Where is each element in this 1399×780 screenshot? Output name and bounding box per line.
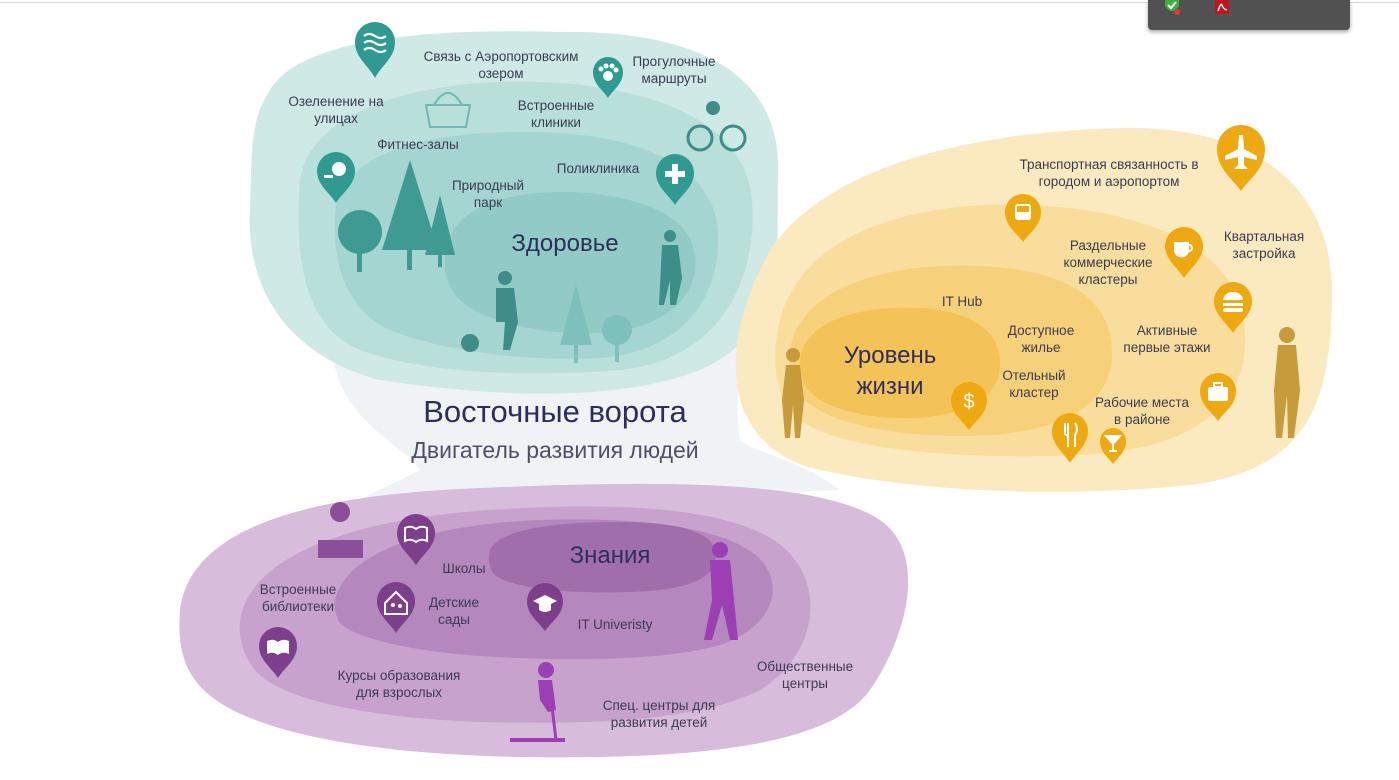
pdf-icon[interactable] bbox=[1212, 0, 1232, 16]
graduation-cap-icon bbox=[527, 583, 563, 631]
label-kindergartens: Детские сады bbox=[429, 595, 479, 627]
label-libraries: Встроенные библиотеки bbox=[259, 582, 337, 614]
label-it-hub: IT Hub bbox=[941, 294, 983, 309]
label-transport: Транспортная связанность в городом и аэр… bbox=[1019, 157, 1199, 189]
label-workplaces: Рабочие места в районе bbox=[1095, 395, 1189, 427]
label-adult-courses: Курсы образования для взрослых bbox=[337, 668, 461, 700]
book-open-icon bbox=[397, 514, 435, 565]
label-it-university: IT Univeristy bbox=[577, 617, 653, 632]
paw-icon bbox=[593, 57, 623, 98]
dollar-icon: $ bbox=[951, 382, 987, 430]
house-family-icon bbox=[377, 582, 415, 633]
tree-pin-icon bbox=[317, 152, 355, 203]
label-airport-lake: Связь с Аэропортовским озером bbox=[423, 49, 579, 81]
zone-title-knowledge: Знания bbox=[569, 542, 651, 569]
book-icon bbox=[259, 627, 297, 678]
person-scooter-icon bbox=[318, 502, 738, 742]
waves-icon bbox=[355, 22, 395, 78]
label-kids-centers: Спец. центры для развития детей bbox=[602, 698, 716, 730]
tree-icon bbox=[338, 160, 632, 363]
diagram-title: Восточные ворота bbox=[423, 394, 687, 429]
coffee-icon bbox=[1165, 227, 1203, 278]
zone-life bbox=[735, 128, 1333, 492]
zone-title-health: Здоровье bbox=[511, 230, 619, 257]
plus-icon bbox=[656, 154, 694, 205]
svg-text:$: $ bbox=[963, 391, 974, 413]
diagram-subtitle: Двигатель развития людей bbox=[411, 437, 699, 463]
top-divider bbox=[0, 2, 1399, 3]
floating-toolbar bbox=[1148, 0, 1350, 30]
label-greening: Озеленение на улицах bbox=[288, 94, 384, 126]
label-walking-routes: Прогулочные маршруты bbox=[632, 54, 716, 86]
airplane-icon bbox=[1217, 125, 1265, 191]
zone-health bbox=[249, 31, 779, 394]
briefcase-icon bbox=[1200, 373, 1236, 421]
label-hotel-cluster: Отельный кластер bbox=[1002, 368, 1066, 400]
cocktail-icon bbox=[1100, 428, 1126, 464]
person-standing-icon bbox=[782, 327, 1300, 438]
label-commercial-clusters: Раздельные коммерческие кластеры bbox=[1063, 238, 1153, 287]
label-public-centers: Общественные центры bbox=[756, 659, 854, 691]
label-block-building: Квартальная застройка bbox=[1223, 229, 1305, 261]
check-badge-icon[interactable] bbox=[1162, 0, 1182, 16]
basket-icon bbox=[424, 92, 472, 128]
label-active-floors: Активные первые этажи bbox=[1123, 323, 1211, 355]
burger-icon bbox=[1214, 282, 1252, 333]
label-built-in-clinics: Встроенные клиники bbox=[517, 98, 595, 130]
label-nature-park: Природный парк bbox=[451, 178, 525, 210]
label-polyclinic: Поликлиника bbox=[556, 161, 640, 176]
zone-title-life: Уровень жизни bbox=[843, 342, 937, 400]
label-affordable-housing: Доступное жилье bbox=[1007, 323, 1075, 355]
fork-knife-icon bbox=[1052, 413, 1088, 463]
label-schools: Школы bbox=[442, 561, 486, 576]
bus-icon bbox=[1005, 194, 1041, 242]
label-fitness: Фитнес-залы bbox=[377, 137, 459, 152]
person-walking-icon bbox=[461, 101, 747, 352]
